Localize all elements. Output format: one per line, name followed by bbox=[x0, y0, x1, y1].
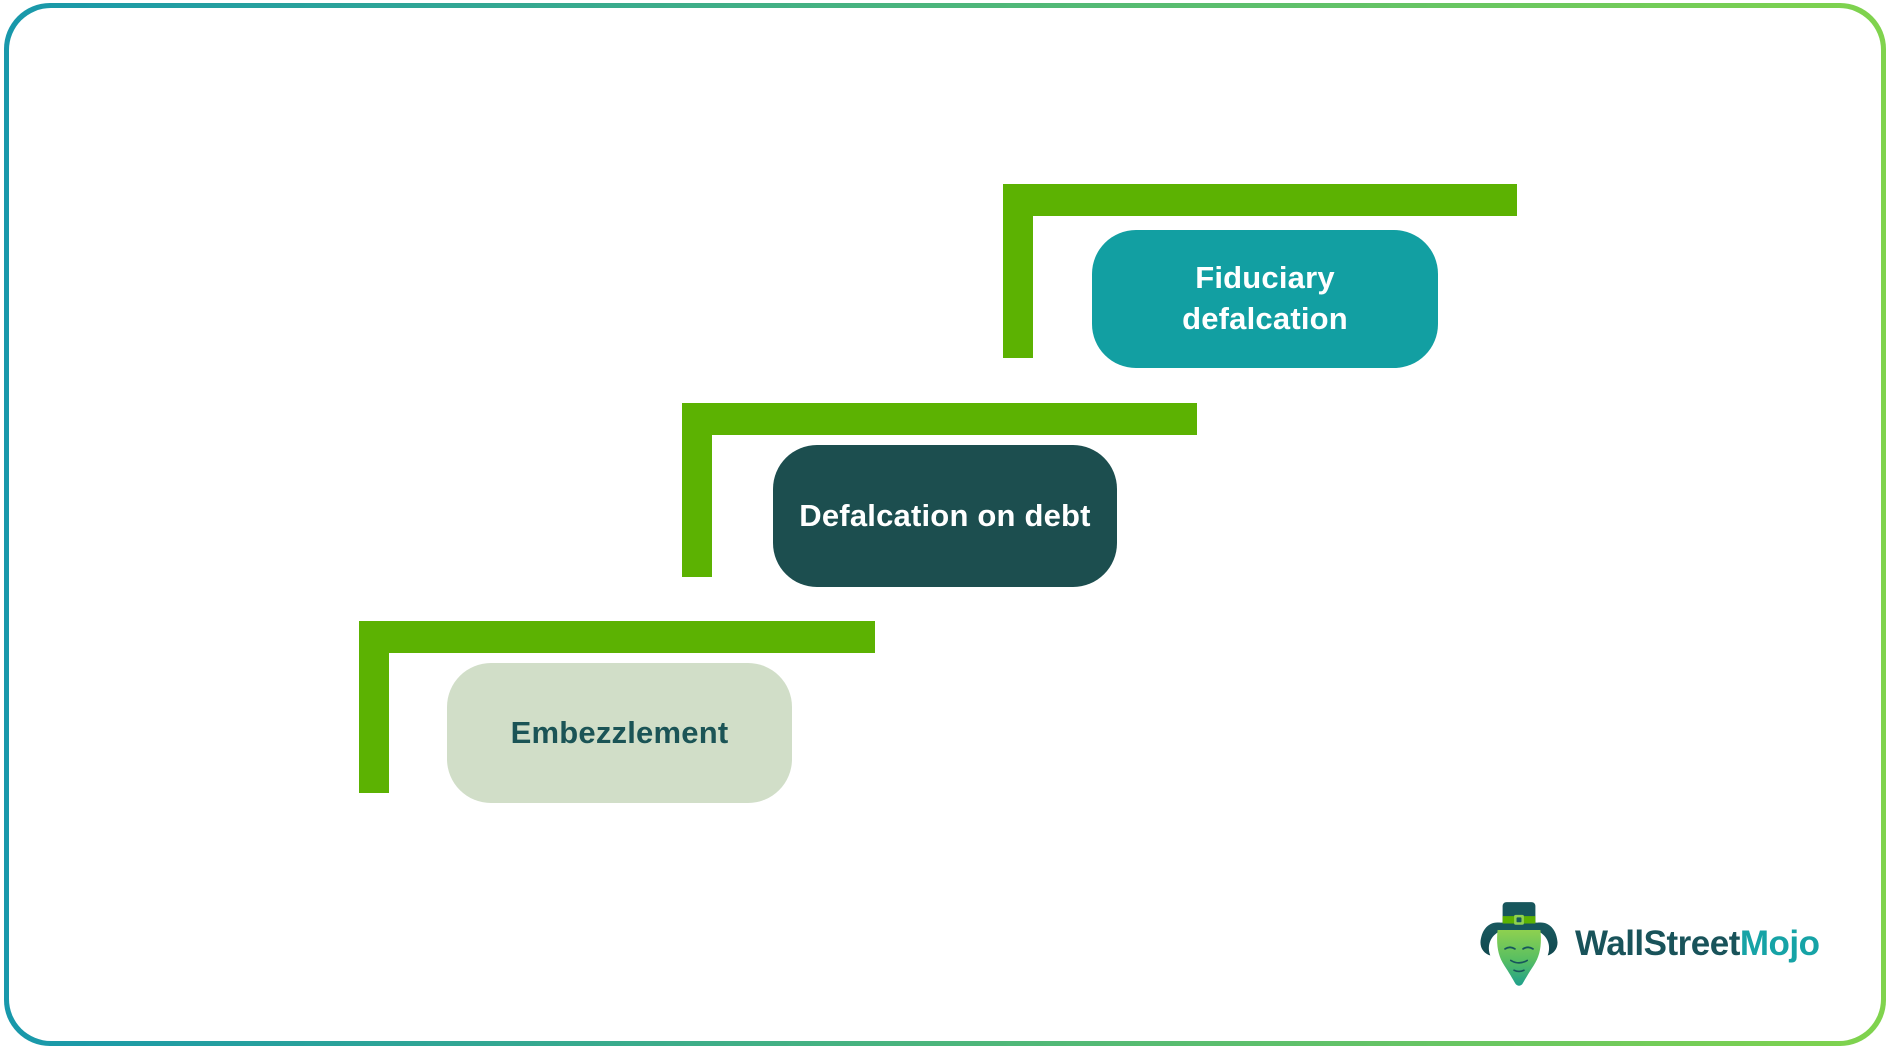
wallstreetmojo-logo: WallStreetMojo bbox=[1478, 901, 1820, 987]
step-label: Fiduciary defalcation bbox=[1182, 260, 1348, 336]
bull-with-top-hat-icon bbox=[1480, 902, 1558, 986]
logo-text-wallstreet: WallStreet bbox=[1575, 924, 1740, 963]
step-box-defalcation-on-debt: Defalcation on debt bbox=[773, 445, 1117, 587]
logo-text-mojo: Mojo bbox=[1739, 924, 1820, 963]
step-box-embezzlement: Embezzlement bbox=[447, 663, 792, 803]
step-label: Defalcation on debt bbox=[799, 497, 1091, 533]
step-bracket-horizontal-bar bbox=[1003, 184, 1517, 216]
step-bracket-vertical-bar bbox=[1003, 184, 1033, 358]
step-label: Embezzlement bbox=[510, 714, 729, 750]
step-bracket-horizontal-bar bbox=[359, 621, 875, 653]
logo-text: WallStreetMojo bbox=[1575, 924, 1820, 964]
step-bracket-vertical-bar bbox=[359, 621, 389, 793]
step-bracket-horizontal-bar bbox=[682, 403, 1197, 435]
step-box-fiduciary-defalcation: Fiduciary defalcation bbox=[1092, 230, 1438, 368]
step-bracket-vertical-bar bbox=[682, 403, 712, 577]
